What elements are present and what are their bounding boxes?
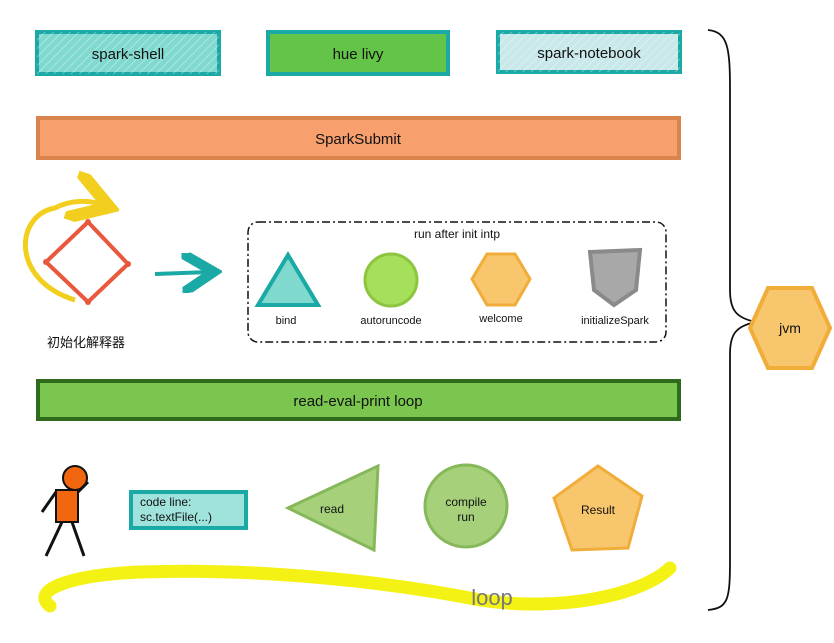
jvm-node: jvm: [747, 286, 833, 370]
spark-notebook-box: spark-notebook: [496, 30, 682, 74]
right-arrow-icon: [154, 272, 210, 274]
compile-run-node: compile run: [423, 463, 509, 549]
code-line-box: code line: sc.textFile(...): [129, 490, 248, 530]
spark-submit-bar: SparkSubmit: [36, 116, 681, 160]
spark-shell-label: spark-shell: [92, 46, 165, 63]
spark-notebook-label: spark-notebook: [537, 45, 641, 62]
result-label: Result: [581, 503, 616, 517]
compile-label: compile: [445, 495, 487, 509]
read-node: read: [284, 463, 380, 553]
triangle-icon: [254, 251, 322, 307]
pentagon-icon: [587, 247, 643, 308]
loop-label: loop: [471, 585, 513, 610]
read-label: read: [320, 502, 344, 516]
autoruncode-label: autoruncode: [360, 315, 421, 327]
hexagon-icon: [747, 286, 833, 370]
circle-icon: [423, 463, 509, 549]
initialize-spark-label: initializeSpark: [581, 315, 649, 327]
brace-icon: [707, 29, 757, 611]
result-node: Result: [552, 464, 644, 552]
repl-label: read-eval-print loop: [293, 393, 422, 410]
run-after-init-group: run after init intp bind autoruncode wel…: [247, 221, 667, 343]
hue-livy-label: hue livy: [333, 46, 384, 63]
spark-submit-label: SparkSubmit: [315, 131, 402, 148]
hue-livy-box: hue livy: [266, 30, 450, 76]
init-interpreter: 初始化解释器: [23, 201, 131, 350]
group-title: run after init intp: [414, 227, 500, 241]
jvm-label: jvm: [778, 320, 801, 336]
code-text: sc.textFile(...): [140, 510, 212, 524]
pentagon-icon: [552, 464, 644, 552]
diamond-icon: [43, 219, 131, 305]
repl-bar: read-eval-print loop: [36, 379, 681, 421]
bind-label: bind: [276, 315, 297, 327]
person-icon: [40, 465, 90, 557]
triangle-icon: [284, 463, 380, 553]
run-label: run: [457, 510, 474, 524]
init-interpreter-label: 初始化解释器: [47, 335, 125, 350]
circle-icon: [363, 252, 419, 308]
hexagon-icon: [470, 252, 532, 307]
loop-arrow-icon: [23, 201, 100, 303]
loop-stroke: loop: [38, 561, 677, 613]
spark-shell-box: spark-shell: [35, 30, 221, 76]
code-line-label: code line:: [140, 495, 191, 509]
welcome-label: welcome: [478, 313, 522, 325]
